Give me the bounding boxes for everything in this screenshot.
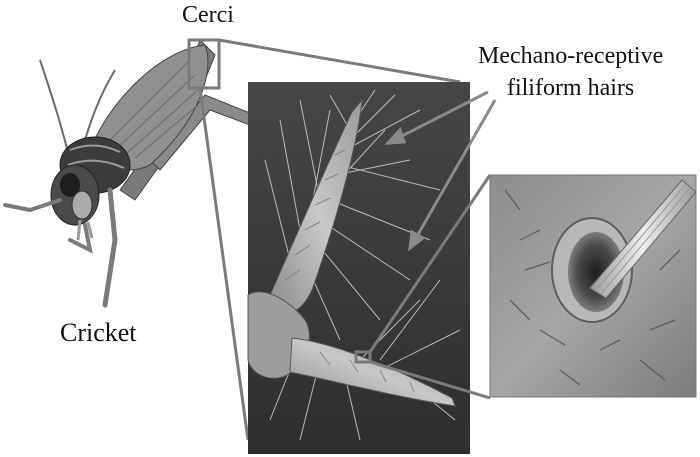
filiform-hairs-label: Mechano-receptive filiform hairs: [478, 40, 663, 104]
cricket-palps: [76, 219, 94, 241]
cricket-wing-veins: [104, 59, 199, 159]
cercus-texture: [284, 149, 415, 393]
callout-lines: [187, 38, 461, 441]
cricket-face: [71, 190, 93, 220]
cerci-callout-box: [187, 38, 221, 90]
closeup-line-top: [368, 174, 492, 353]
callout-line-top: [218, 38, 461, 84]
closeup-line-bottom: [369, 360, 491, 400]
arrow-head-lower: [408, 229, 426, 252]
cercus-sem-image: [247, 82, 470, 454]
arrow-head-upper: [384, 127, 407, 145]
cricket-eye: [60, 173, 80, 197]
closeup-small-hairs: [504, 189, 681, 386]
cricket-label: Cricket: [60, 318, 137, 347]
filiform-hairs-label-line1: Mechano-receptive: [478, 43, 664, 69]
cricket-illustration: [3, 39, 256, 308]
hair-shaft: [589, 179, 697, 299]
hair-callout-box: [354, 350, 372, 364]
cricket-mid-leg: [102, 187, 118, 308]
cerci-label: Cerci: [182, 2, 234, 28]
callout-line-bottom: [198, 87, 250, 441]
cricket-front-leg-right: [68, 223, 93, 254]
cercus-lower: [289, 337, 456, 407]
label-arrows: [384, 90, 497, 252]
hair-shaft-ridges: [595, 183, 691, 295]
closeup-callout-lines: [354, 174, 492, 400]
filiform-hairs-label-line2: filiform hairs: [506, 75, 635, 101]
cricket-front-leg-left: [3, 198, 62, 213]
cricket-thorax-band: [67, 144, 125, 169]
hair-socket-closeup: [489, 174, 697, 398]
cricket-antenna-left: [39, 59, 71, 161]
